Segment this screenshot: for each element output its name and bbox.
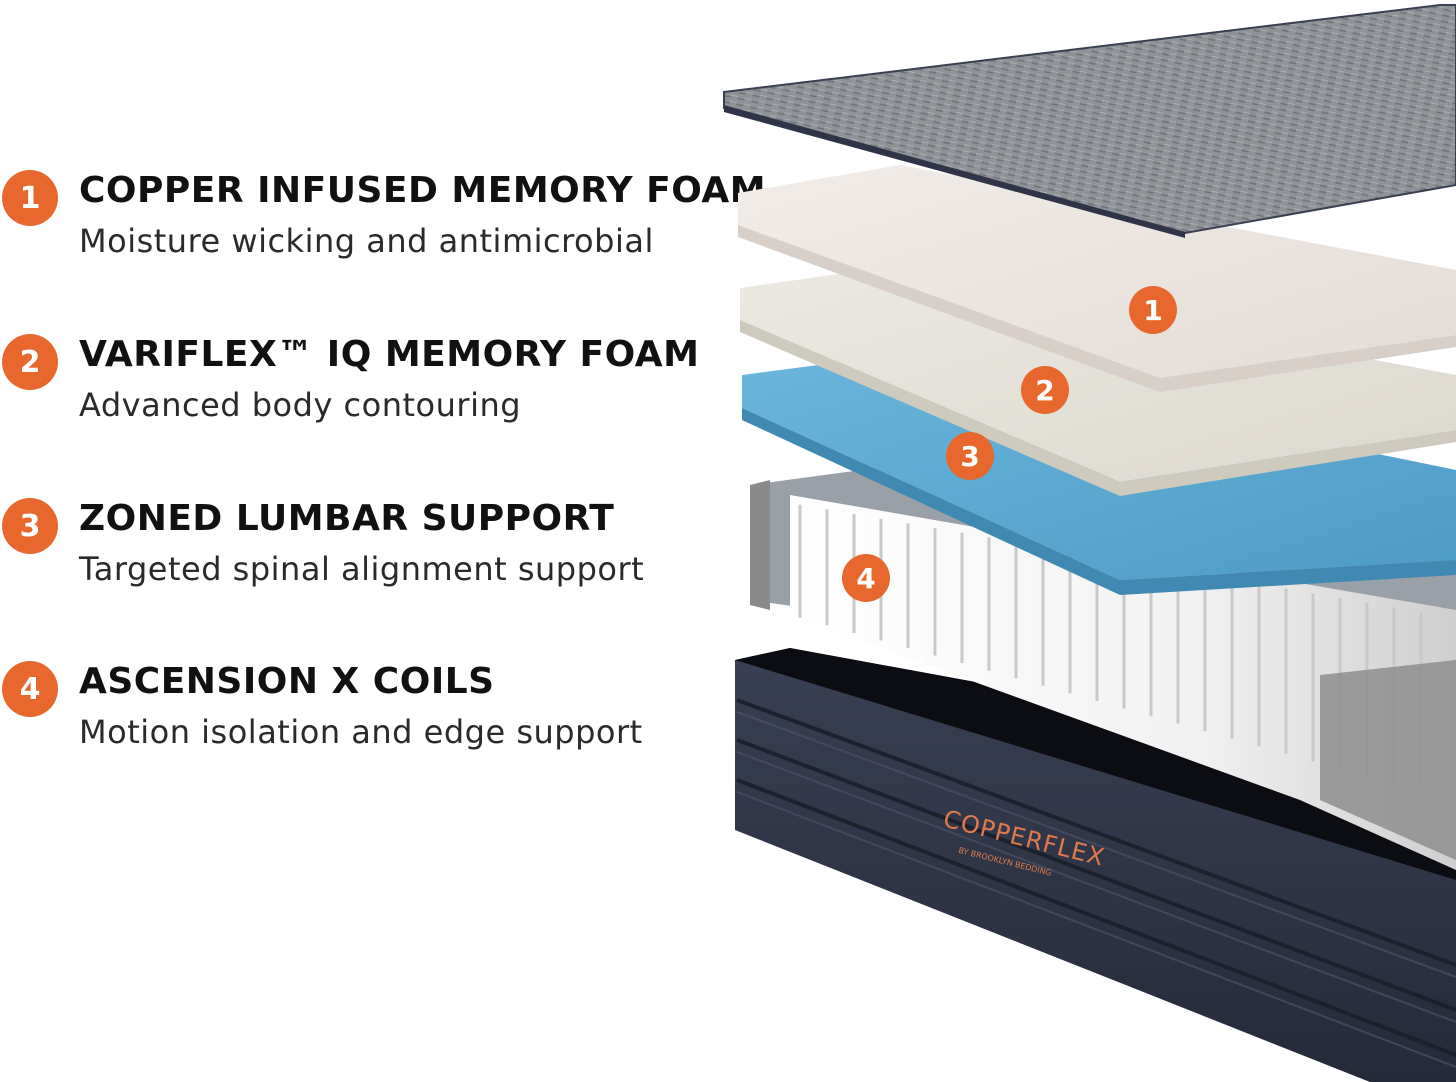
callout-number: 1 [1143, 294, 1162, 327]
feature-title: ZONED LUMBAR SUPPORT [79, 498, 615, 539]
feature-subtitle: Advanced body contouring [79, 386, 522, 424]
callout-3: 3 [946, 432, 994, 480]
mattress-cover [723, 4, 1456, 238]
number-badge-1: 1 [2, 170, 58, 226]
feature-subtitle: Moisture wicking and antimicrobial [79, 222, 654, 260]
feature-subtitle: Motion isolation and edge support [79, 713, 643, 751]
callout-4: 4 [842, 554, 890, 602]
callout-number: 2 [1035, 374, 1054, 407]
copper-foam-layer [738, 165, 1456, 392]
feature-subtitle: Targeted spinal alignment support [79, 550, 645, 588]
number-badge-2: 2 [2, 334, 58, 390]
callout-number: 3 [960, 440, 979, 473]
variflex-foam-layer [740, 268, 1456, 496]
feature-title: ASCENSION X COILS [79, 661, 495, 702]
callout-1: 1 [1129, 286, 1177, 334]
callout-number: 4 [856, 562, 875, 595]
feature-title: VARIFLEX™ IQ MEMORY FOAM [79, 334, 700, 375]
feature-coils: 4 ASCENSION X COILS Motion isolation and… [0, 661, 720, 771]
feature-lumbar-support: 3 ZONED LUMBAR SUPPORT Targeted spinal a… [0, 498, 720, 608]
feature-copper-foam: 1 COPPER INFUSED MEMORY FOAM Moisture wi… [0, 170, 766, 280]
mattress-layers-illustration: COPPERFLEX BY BROOKLYN BEDDING 1 2 3 4 [723, 4, 1456, 1082]
number-badge-4: 4 [2, 661, 58, 717]
feature-title: COPPER INFUSED MEMORY FOAM [79, 170, 767, 211]
feature-variflex-foam: 2 VARIFLEX™ IQ MEMORY FOAM Advanced body… [0, 334, 720, 444]
number-badge-3: 3 [2, 498, 58, 554]
callout-2: 2 [1021, 366, 1069, 414]
